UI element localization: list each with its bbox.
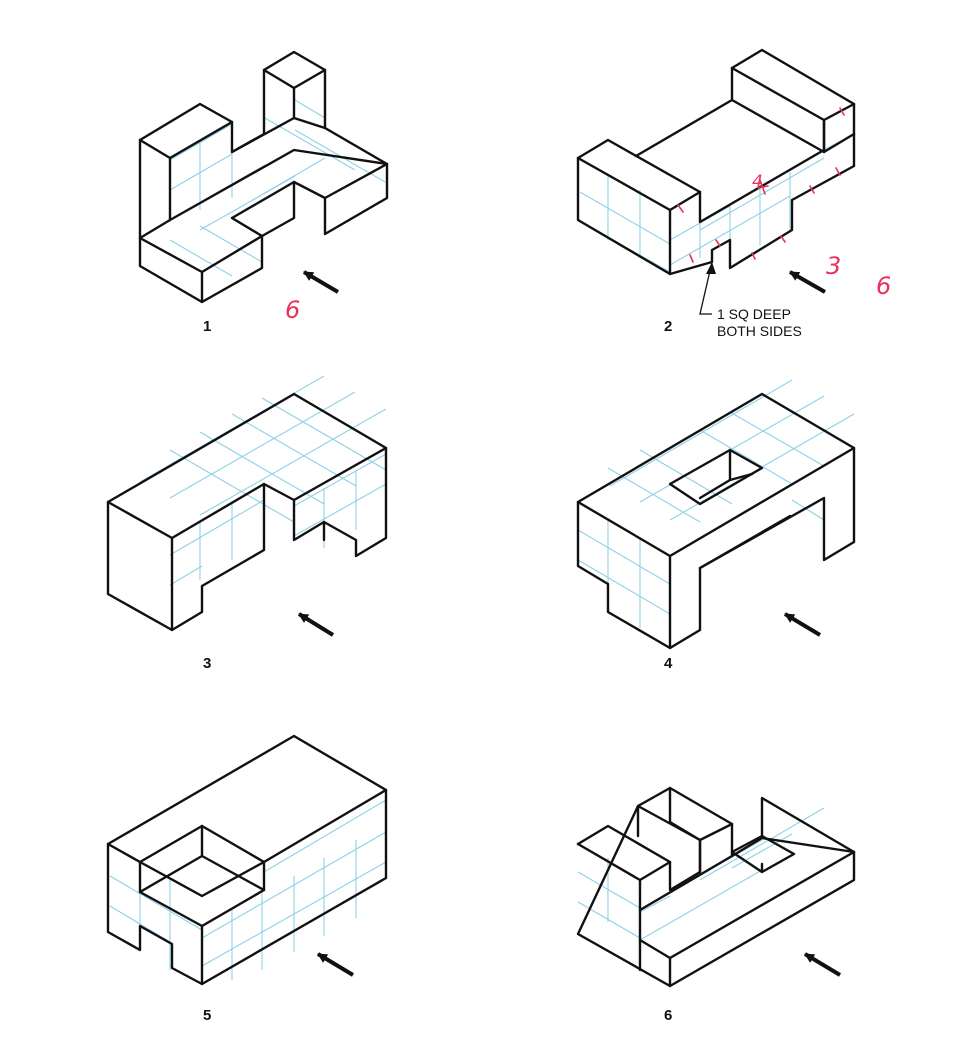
callout-arrowhead-icon [706, 262, 716, 274]
figure-1-view-arrow-icon [302, 270, 340, 294]
figure-1-drawing [138, 50, 389, 304]
figure-2-edges [576, 48, 856, 276]
handwritten-fig2-count: 3 [826, 252, 842, 280]
figure-6-label: 6 [664, 1007, 673, 1024]
figure-2-tick-marks [677, 107, 845, 263]
figure-6-view-arrow-icon [803, 952, 842, 977]
handwritten-fig2-width: 4 [752, 172, 763, 192]
figure-3-edges [106, 392, 388, 632]
figure-3-grid [139, 375, 387, 586]
figure-1-label: 1 [203, 318, 212, 335]
figure-2-label: 2 [664, 318, 673, 335]
figure-6-drawing [576, 786, 856, 988]
figure-5-label: 5 [203, 1007, 212, 1024]
figure-6-edges [576, 786, 856, 988]
callout-note: 1 SQ DEEP BOTH SIDES [717, 306, 802, 340]
figure-3-drawing [106, 375, 388, 637]
figure-4-view-arrow-icon [783, 612, 822, 637]
figure-3-view-arrow-icon [297, 612, 335, 637]
callout-line-1: 1 SQ DEEP [717, 306, 791, 322]
figure-4-drawing [576, 379, 856, 650]
figure-1-edges [138, 50, 389, 304]
callout-line-2: BOTH SIDES [717, 323, 802, 339]
figure-2-view-arrow-icon [789, 270, 826, 294]
figure-4-label: 4 [664, 655, 673, 672]
figure-5-drawing [106, 734, 388, 986]
figure-2-drawing [576, 48, 856, 315]
figure-5-grid [109, 799, 387, 980]
handwritten-fig2-answer: 6 [876, 272, 892, 300]
figure-4-edges [576, 392, 856, 650]
handwritten-fig1-answer: 6 [285, 296, 301, 324]
callout-leader-line [699, 261, 713, 315]
figure-5-edges [106, 734, 388, 986]
figure-3-label: 3 [203, 655, 212, 672]
figure-5-view-arrow-icon [316, 952, 355, 977]
